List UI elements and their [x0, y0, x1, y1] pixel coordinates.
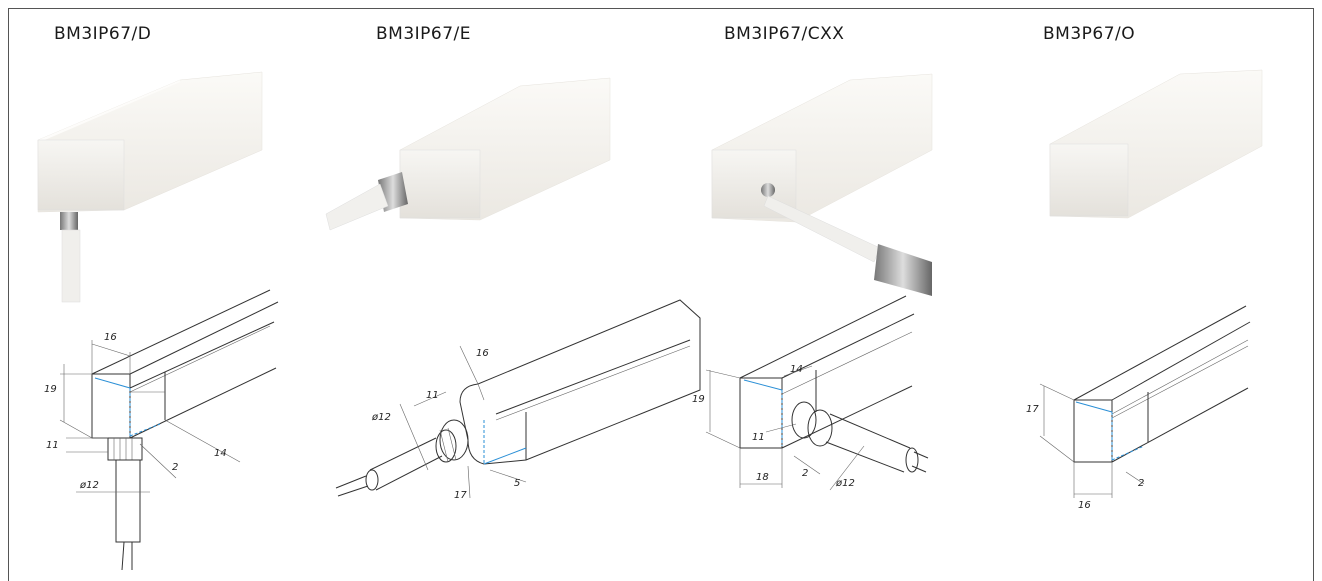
dim-e-5: 5 — [514, 478, 520, 489]
dim-e-16: 16 — [476, 348, 489, 359]
dim-c-dia: ø12 — [835, 478, 855, 489]
photo-e — [325, 77, 611, 231]
photo-d — [37, 71, 263, 303]
dim-o-17: 17 — [1026, 404, 1039, 415]
product-title-o: BM3P67/O — [1043, 24, 1136, 44]
photo-cxx — [711, 73, 933, 296]
drawing-d: 16 19 11 ø12 2 14 — [44, 289, 279, 571]
dim-e-11: 11 — [426, 390, 439, 401]
product-title-cxx: BM3IP67/CXX — [724, 24, 845, 44]
dim-d-width: 16 — [104, 332, 117, 343]
dim-o-2: 2 — [1138, 478, 1144, 489]
dim-d-height: 19 — [44, 384, 57, 395]
dim-o-16: 16 — [1078, 500, 1091, 511]
product-title-e: BM3IP67/E — [376, 24, 472, 44]
dim-c-2: 2 — [802, 468, 808, 479]
photo-o — [1049, 69, 1263, 219]
dim-d-14: 14 — [214, 448, 227, 459]
dim-e-17: 17 — [454, 490, 467, 501]
dim-d-dia: ø12 — [79, 480, 99, 491]
drawing-cxx: 14 19 11 18 2 ø12 — [692, 295, 929, 491]
dim-d-11: 11 — [46, 440, 59, 451]
dim-d-2: 2 — [172, 462, 178, 473]
dim-c-14: 14 — [790, 364, 803, 375]
dim-c-19: 19 — [692, 394, 705, 405]
dim-c-11: 11 — [752, 432, 765, 443]
page-frame — [8, 8, 1314, 581]
drawing-e: 16 11 ø12 17 5 — [335, 299, 701, 501]
dim-e-dia: ø12 — [371, 412, 391, 423]
drawing-o: 17 16 2 — [1026, 305, 1251, 511]
dim-c-18: 18 — [756, 472, 769, 483]
product-title-d: BM3IP67/D — [54, 24, 152, 44]
